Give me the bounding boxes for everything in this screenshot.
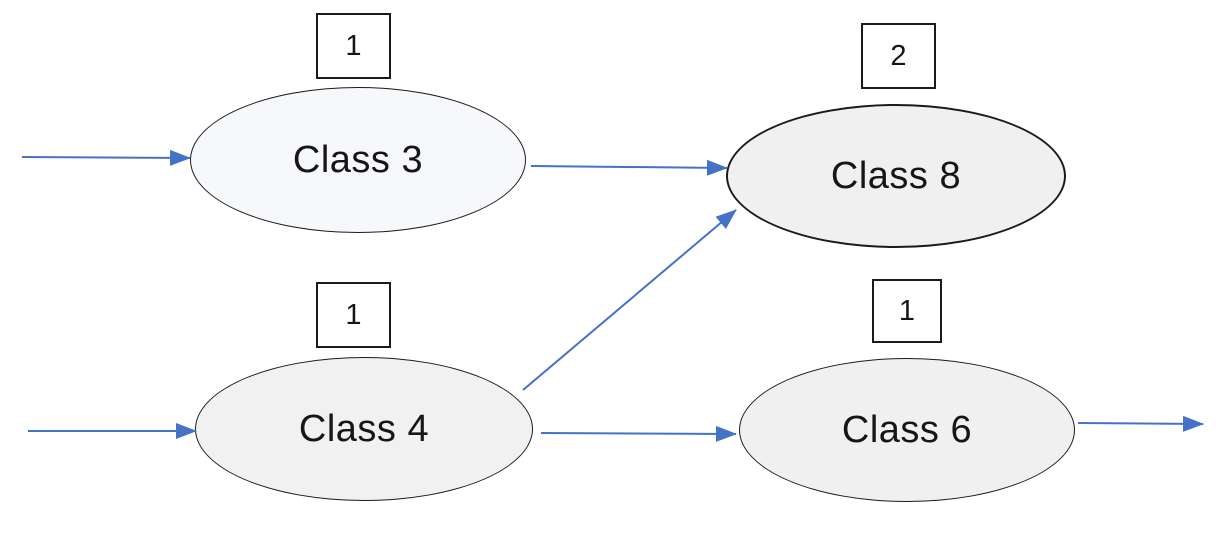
- node-class-4: Class 4: [195, 357, 533, 501]
- badge-class-6-value: 1: [898, 294, 916, 327]
- node-class-8: Class 8: [726, 104, 1066, 248]
- badge-class-3: 1: [316, 13, 391, 79]
- badge-class-4: 1: [316, 282, 391, 348]
- node-class-3-label: Class 3: [292, 138, 424, 181]
- node-class-6-label: Class 6: [841, 408, 973, 451]
- node-class-6: Class 6: [739, 358, 1075, 502]
- badge-class-8: 2: [861, 23, 936, 89]
- badge-class-3-value: 1: [345, 29, 362, 62]
- badge-class-8-value: 2: [890, 39, 907, 72]
- node-class-4-label: Class 4: [298, 407, 430, 450]
- badge-class-4-value: 1: [345, 298, 362, 331]
- arrow-in-to-class3: [21, 149, 191, 166]
- arrow-class4-to-class6: [540, 425, 737, 442]
- node-class-8-label: Class 8: [830, 154, 962, 197]
- arrow-class6-to-out: [1077, 415, 1204, 432]
- arrow-class3-to-class8: [530, 159, 728, 176]
- node-class-3: Class 3: [190, 87, 526, 233]
- arrow-class4-to-class8: [522, 209, 737, 391]
- badge-class-6: 1: [872, 279, 942, 343]
